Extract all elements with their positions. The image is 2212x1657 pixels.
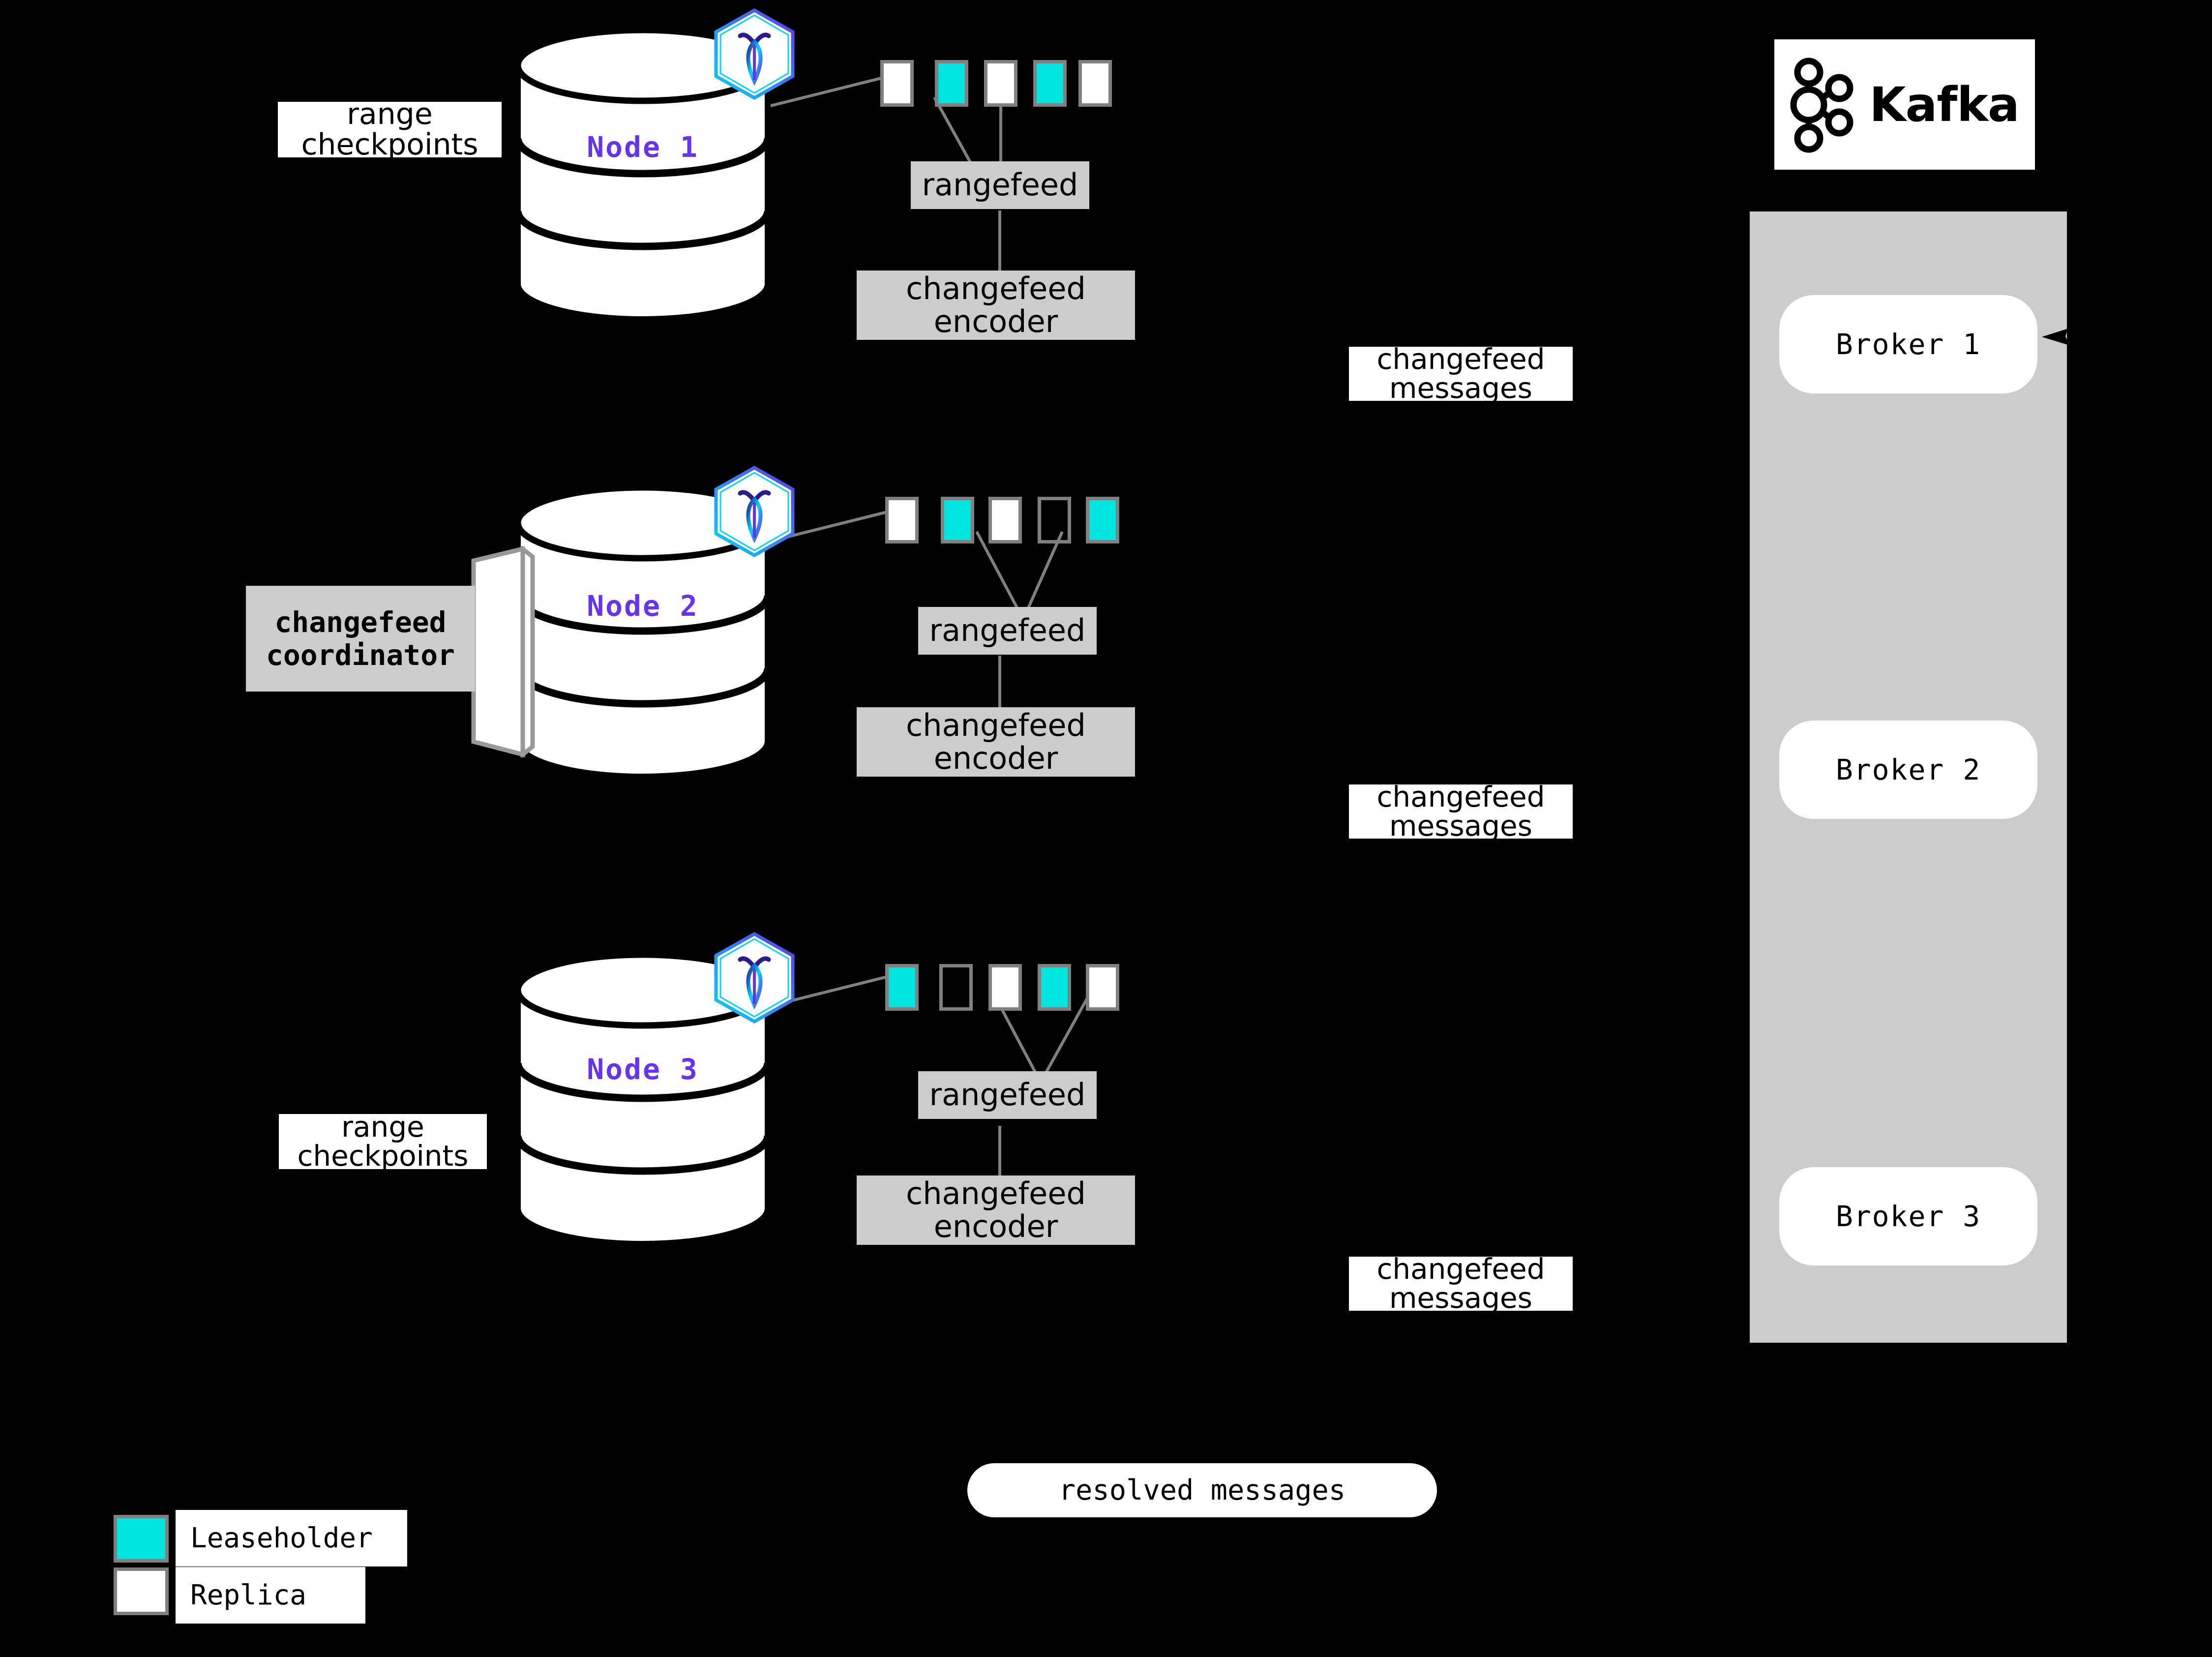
- rangefeed-box: rangefeed: [918, 1071, 1097, 1119]
- changefeed-encoder-line1: changefeed: [906, 707, 1086, 743]
- legend-text: Replica: [190, 1579, 307, 1611]
- broker-box: Broker 3: [1779, 1167, 2037, 1265]
- legend-swatch-replica: [114, 1567, 169, 1615]
- node-label-3: Node 3: [587, 1053, 699, 1086]
- changefeed-encoder-line2: encoder: [933, 1208, 1058, 1244]
- range-box: [941, 497, 974, 543]
- changefeed-messages-label: changefeed messages: [1349, 1252, 1573, 1315]
- rangefeed-box: rangefeed: [918, 607, 1097, 655]
- changefeed-encoder-line2: encoder: [933, 740, 1058, 776]
- changefeed-messages-line2: messages: [1389, 1281, 1532, 1315]
- range-box: [939, 964, 973, 1011]
- changefeed-messages-label: changefeed messages: [1349, 342, 1573, 405]
- arrowhead-into-kafka: [2041, 325, 2075, 359]
- node-label-2: Node 2: [587, 589, 699, 623]
- broker-label: Broker 3: [1835, 1200, 1981, 1233]
- broker-label: Broker 1: [1835, 328, 1981, 361]
- range-box: [1033, 60, 1067, 107]
- range-box: [1078, 60, 1112, 107]
- coordinator-line2: coordinator: [266, 638, 455, 672]
- changefeed-messages-line2: messages: [1389, 371, 1532, 405]
- coordinator-callout-wedge: [470, 544, 536, 759]
- changefeed-messages-line1: changefeed: [1376, 342, 1545, 376]
- range-box: [1038, 964, 1071, 1011]
- kafka-wordmark: Kafka: [1869, 77, 2020, 132]
- changefeed-messages-line1: changefeed: [1376, 1252, 1545, 1286]
- changefeed-coordinator-box: changefeed coordinator: [246, 586, 475, 692]
- range-checkpoints-line1: range: [347, 97, 433, 132]
- range-box: [885, 964, 919, 1011]
- range-box: [935, 60, 968, 107]
- rangefeed-label: rangefeed: [929, 612, 1086, 649]
- changefeed-encoder-box: changefeed encoder: [857, 271, 1135, 340]
- rangefeed-label: rangefeed: [922, 167, 1078, 203]
- changefeed-messages-label: changefeed messages: [1349, 780, 1573, 843]
- broker-box: Broker 1: [1779, 295, 2037, 393]
- connector-node1-rangefeed-encoder: [998, 211, 1001, 273]
- legend-swatch-leaseholder: [114, 1515, 169, 1563]
- broker-box: Broker 2: [1779, 721, 2037, 819]
- changefeed-encoder-line1: changefeed: [906, 1175, 1086, 1211]
- node-cylinder-1: [514, 27, 772, 322]
- cockroachdb-hex-logo-icon: [712, 465, 798, 558]
- resolved-messages-label: resolved messages: [1058, 1474, 1346, 1506]
- changefeed-messages-line2: messages: [1389, 809, 1532, 843]
- legend-label-replica: Replica: [176, 1567, 365, 1624]
- rangefeed-label: rangefeed: [929, 1077, 1086, 1113]
- range-checkpoints-label: range checkpoints: [278, 97, 502, 162]
- changefeed-messages-line1: changefeed: [1376, 780, 1545, 813]
- kafka-logo-box: Kafka: [1774, 39, 2035, 170]
- range-box: [988, 964, 1022, 1011]
- legend-label-leaseholder: Leaseholder: [176, 1510, 407, 1567]
- broker-label: Broker 2: [1835, 753, 1981, 786]
- range-box: [984, 60, 1017, 107]
- connector-node1-range2-rangefeed: [999, 96, 1002, 165]
- rangefeed-box: rangefeed: [911, 161, 1089, 209]
- range-checkpoints-line2: checkpoints: [301, 127, 478, 162]
- changefeed-encoder-box: changefeed encoder: [857, 707, 1135, 777]
- range-box: [988, 497, 1022, 543]
- range-box: [1086, 964, 1119, 1011]
- range-checkpoints-line1: range: [341, 1110, 424, 1144]
- range-box: [880, 60, 914, 107]
- resolved-messages-pill: resolved messages: [967, 1463, 1437, 1517]
- node-cylinder-3: [514, 951, 772, 1247]
- range-checkpoints-label: range checkpoints: [279, 1110, 487, 1173]
- changefeed-encoder-line1: changefeed: [906, 270, 1086, 306]
- kafka-node-graph-logo-icon: [1790, 56, 1856, 154]
- cockroachdb-hex-logo-icon: [712, 931, 798, 1024]
- node-label-1: Node 1: [587, 130, 699, 164]
- range-box: [1086, 497, 1119, 543]
- changefeed-encoder-line2: encoder: [933, 303, 1058, 339]
- node-cylinder-2: [514, 484, 772, 780]
- coordinator-line1: changefeed: [274, 605, 447, 639]
- range-checkpoints-line2: checkpoints: [297, 1139, 469, 1173]
- range-box: [885, 497, 919, 543]
- cockroachdb-hex-logo-icon: [712, 7, 798, 101]
- changefeed-encoder-box: changefeed encoder: [857, 1175, 1135, 1245]
- range-box: [1038, 497, 1071, 543]
- legend-text: Leaseholder: [190, 1522, 373, 1554]
